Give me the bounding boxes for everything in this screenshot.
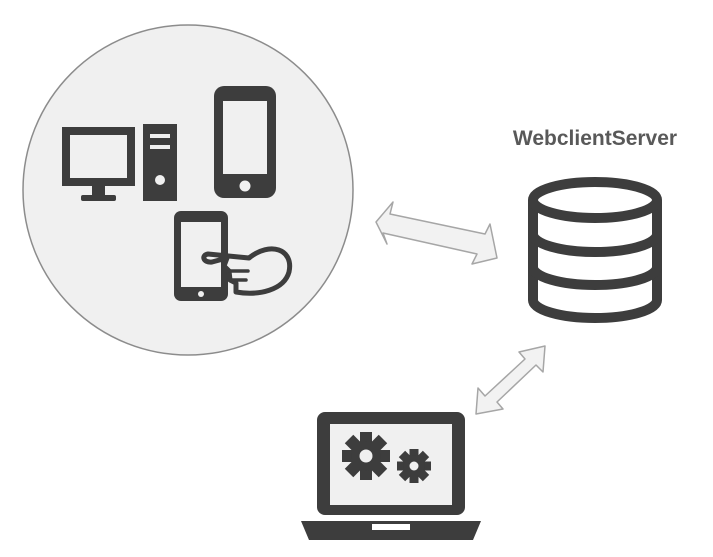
laptop-gears-icon xyxy=(301,412,481,540)
database-icon xyxy=(528,177,662,323)
client-devices-circle xyxy=(22,24,354,356)
client-devices-group xyxy=(22,24,354,356)
clients-server-arrow xyxy=(375,201,498,265)
tablet-touch-icon xyxy=(174,211,293,301)
server-title: WebclientServer xyxy=(513,127,677,150)
admin-server-arrow xyxy=(475,345,546,415)
smartphone-icon xyxy=(214,86,276,198)
gear-large-icon xyxy=(342,432,390,480)
desktop-computer-icon xyxy=(62,124,177,201)
gear-small-icon xyxy=(397,449,431,483)
